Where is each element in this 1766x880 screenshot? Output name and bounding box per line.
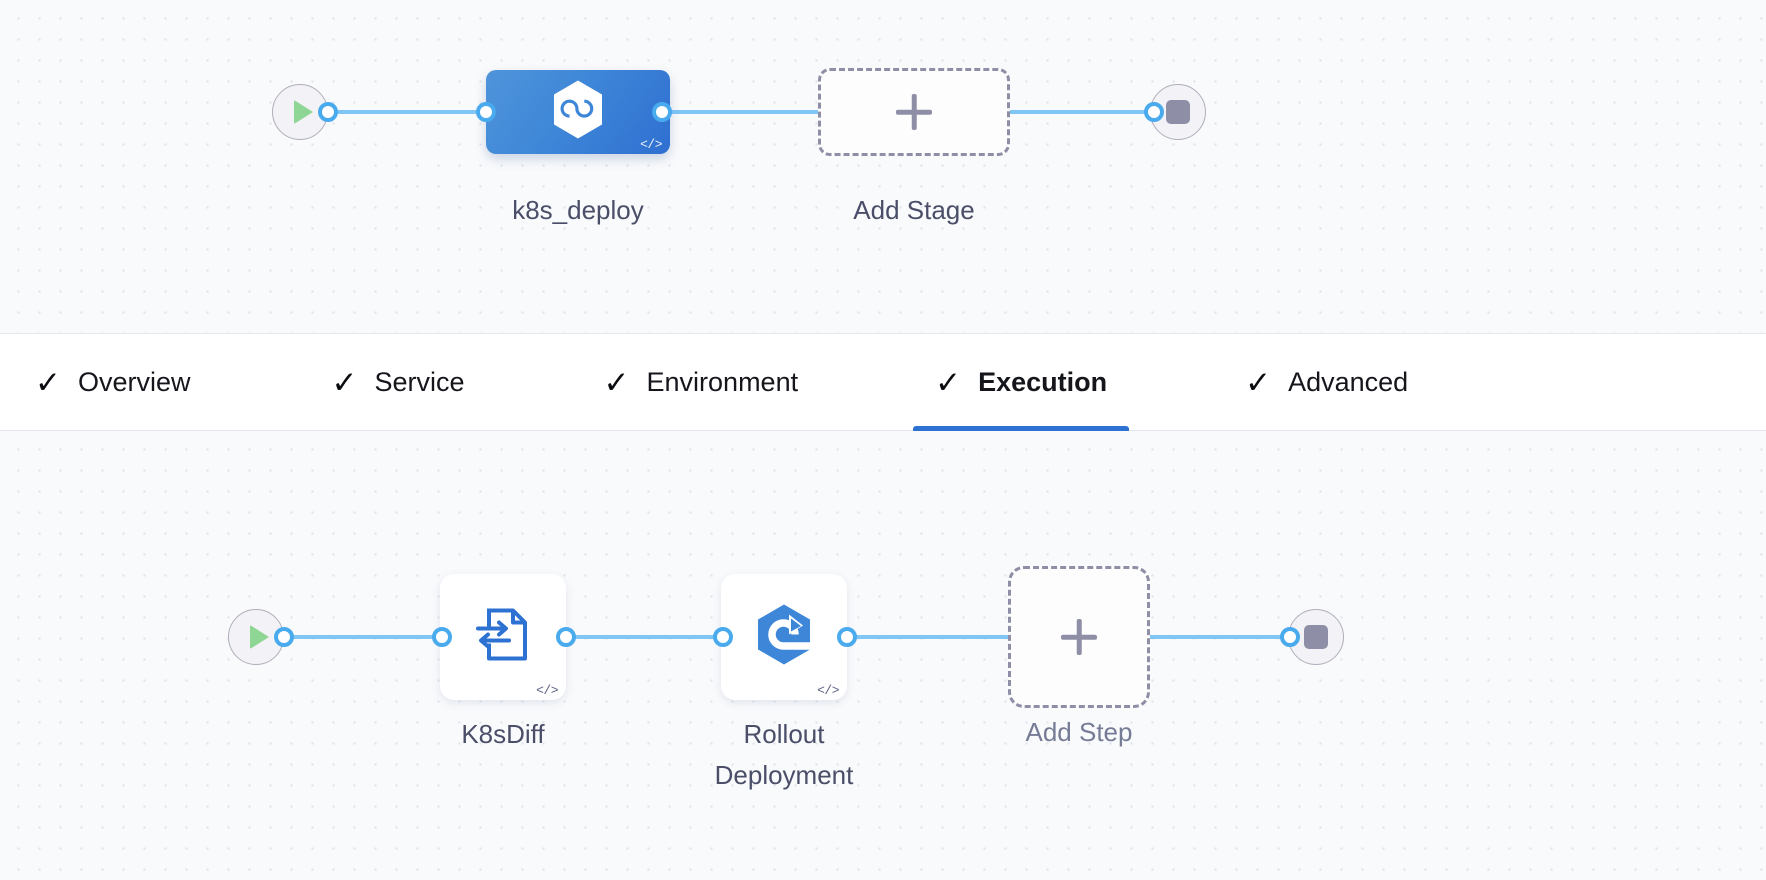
stage-graph-canvas[interactable]: </> k8s_deploy Add Stage	[0, 0, 1766, 333]
add-stage-label: Add Stage	[853, 195, 975, 225]
execution-end-node[interactable]	[1288, 609, 1344, 665]
execution-start-node[interactable]	[228, 609, 284, 665]
play-icon	[293, 100, 313, 124]
plus-icon	[896, 94, 932, 130]
check-icon: ✓	[603, 364, 630, 400]
stop-icon	[1304, 625, 1328, 649]
stage-config-tabbar[interactable]: ✓ Overview ✓ Service ✓ Environment ✓ Exe…	[0, 333, 1766, 431]
stage-node-label: k8s_deploy	[512, 195, 644, 225]
add-step-button[interactable]	[1008, 566, 1150, 708]
tab-label: Overview	[77, 366, 191, 397]
edge-k8sdiff-to-rollout	[560, 635, 732, 639]
edge-addstep-to-end	[1128, 635, 1296, 639]
add-stage-button[interactable]	[818, 68, 1010, 156]
edge-start-to-k8sdiff	[282, 635, 450, 639]
step-node-k8sdiff[interactable]: </>	[440, 574, 566, 700]
rollout-label: Rollout Deployment	[714, 719, 854, 790]
tab-underline	[310, 426, 487, 431]
rollout-input-port[interactable]	[713, 627, 733, 647]
stage-output-port[interactable]	[652, 102, 672, 122]
edge-start-to-stage	[330, 110, 490, 114]
rollout-output-port[interactable]	[837, 627, 857, 647]
tab-label: Service	[374, 366, 465, 397]
tab-label: Advanced	[1288, 366, 1409, 397]
execution-end-input-port[interactable]	[1280, 627, 1300, 647]
check-icon: ✓	[331, 364, 358, 400]
start-output-port[interactable]	[318, 102, 338, 122]
tab-label: Execution	[978, 366, 1108, 397]
tab-underline	[582, 426, 821, 431]
rollout-deployment-hexagon-icon	[751, 603, 817, 672]
end-input-port[interactable]	[1144, 102, 1164, 122]
tab-overview[interactable]: ✓ Overview	[13, 334, 213, 430]
step-node-rollout-deployment[interactable]: </>	[721, 574, 847, 700]
add-step-label: Add Step	[1025, 717, 1133, 747]
check-icon: ✓	[935, 364, 962, 400]
stage-node-k8s-deploy[interactable]: </>	[486, 70, 670, 154]
tab-execution[interactable]: ✓ Execution	[913, 334, 1130, 431]
tab-underline	[13, 426, 213, 431]
stage-code-badge[interactable]: </>	[640, 137, 662, 152]
check-icon: ✓	[35, 364, 61, 400]
tab-underline	[1223, 426, 1430, 431]
k8s-diff-document-icon	[475, 606, 531, 669]
stage-input-port[interactable]	[476, 102, 496, 122]
execution-graph-canvas[interactable]: </> K8sDiff </> Rollout Deployment Add S…	[0, 431, 1766, 880]
edge-stage-to-add	[660, 110, 830, 114]
edge-add-to-end	[990, 110, 1165, 114]
play-icon	[249, 625, 269, 649]
k8sdiff-input-port[interactable]	[432, 627, 452, 647]
k8sdiff-output-port[interactable]	[556, 627, 576, 647]
k8sdiff-code-badge[interactable]: </>	[536, 683, 558, 698]
execution-start-output-port[interactable]	[274, 627, 294, 647]
plus-icon	[1061, 619, 1097, 655]
edge-rollout-to-addstep	[840, 635, 1015, 639]
tab-service[interactable]: ✓ Service	[310, 334, 487, 430]
check-icon: ✓	[1245, 364, 1272, 400]
tab-underline	[913, 426, 1130, 431]
k8sdiff-label: K8sDiff	[461, 719, 545, 749]
tab-advanced[interactable]: ✓ Advanced	[1223, 334, 1430, 430]
harness-cd-hexagon-icon	[549, 79, 607, 146]
tab-label: Environment	[646, 366, 799, 397]
stop-icon	[1166, 100, 1190, 124]
rollout-code-badge[interactable]: </>	[817, 683, 839, 698]
tab-environment[interactable]: ✓ Environment	[582, 334, 821, 430]
